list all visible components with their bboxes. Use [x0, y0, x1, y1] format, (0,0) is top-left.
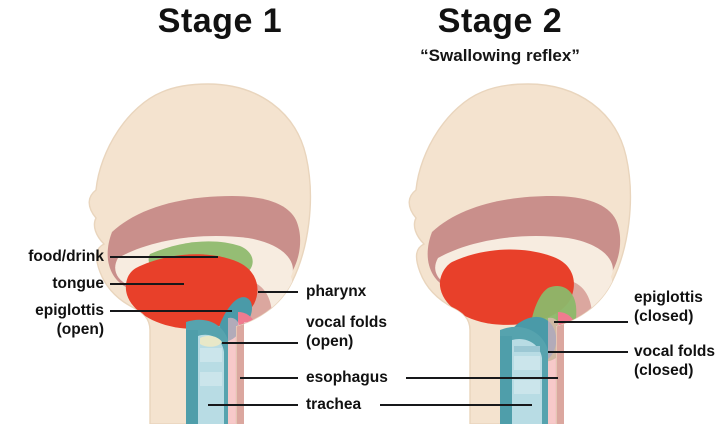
label-pharynx: pharynx — [306, 283, 367, 300]
leader-esophagus-stage-1 — [240, 377, 298, 379]
stage-1-figure — [88, 83, 312, 424]
panel-title-stage-2: Stage 2 — [437, 2, 563, 40]
label-trachea: trachea — [306, 396, 362, 413]
label-vocal-folds-open: vocal folds — [306, 314, 387, 331]
leader-epiglottis-closed — [554, 321, 628, 323]
leader-vocal-folds-open — [222, 342, 298, 344]
leader-pharynx — [258, 291, 298, 293]
leader-food-drink — [110, 256, 218, 258]
stage-2-figure — [408, 83, 632, 424]
leader-esophagus-stage-2 — [406, 377, 558, 379]
label-vocal-folds-closed: vocal folds — [634, 343, 715, 360]
leader-trachea-stage-1 — [208, 404, 298, 406]
leader-tongue — [110, 283, 184, 285]
label-vocal-folds-open-state: (open) — [306, 333, 354, 350]
panel-title-stage-1: Stage 1 — [157, 2, 283, 40]
label-epiglottis-open-state: (open) — [56, 321, 104, 338]
leader-epiglottis-open — [110, 310, 232, 312]
label-food-drink: food/drink — [28, 248, 104, 265]
label-epiglottis-closed: epiglottis — [634, 289, 703, 306]
leader-trachea-stage-2 — [380, 404, 532, 406]
label-tongue: tongue — [52, 275, 104, 292]
label-epiglottis-open: epiglottis — [35, 302, 104, 319]
label-vocal-folds-closed-state: (closed) — [634, 362, 694, 379]
panel-subtitle-stage-2: “Swallowing reflex” — [420, 46, 580, 65]
leader-vocal-folds-closed — [548, 351, 628, 353]
label-esophagus: esophagus — [306, 369, 388, 386]
label-epiglottis-closed-state: (closed) — [634, 308, 694, 325]
